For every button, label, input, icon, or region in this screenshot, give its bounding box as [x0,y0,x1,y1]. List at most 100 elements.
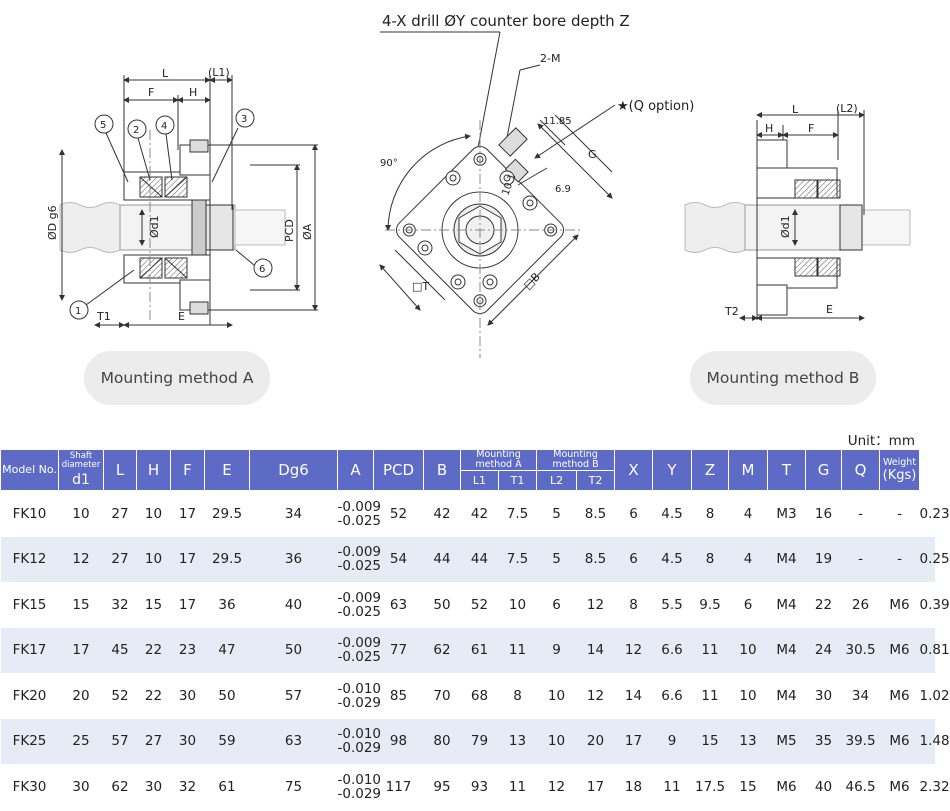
cell-b: 44 [460,536,499,582]
cell-e: 59 [204,718,250,764]
cell-e: 61 [218,778,236,795]
cell-dg6-tolerance: -0.009-0.025 [337,627,381,673]
cell-l2: 14 [576,627,615,673]
technical-drawings: L (L1) F H ØD g6 Ød1 PCD ØA T1 E 1 2 3 4… [46,12,911,358]
col-pcd: PCD [373,449,424,491]
tol-upper: -0.010 [337,726,382,743]
cell-t: 35 [805,718,842,764]
cell-g: 26 [851,596,870,613]
cell-e: 50 [218,687,236,704]
cell-l1: 11 [498,627,537,673]
label-dg6: ØD g6 [46,205,59,240]
cell-pcd: 95 [433,778,451,795]
cell-w: 0.23 [919,505,950,522]
cell-b: 42 [470,505,489,522]
label-69: 6.9 [555,184,571,195]
label-e: E [178,310,185,323]
cell-model: FK15 [12,596,47,613]
note-drill: 4-X drill ØY counter bore depth Z [382,12,630,30]
col-t1: T1 [497,470,538,491]
cell-g: - [858,505,863,522]
cell-d1: 25 [58,718,104,764]
label-l: L [162,67,169,80]
cell-b: 93 [470,778,489,795]
cell-t2: 8 [629,596,638,613]
cell-pcd: 44 [423,536,461,582]
cell-y: 11 [701,687,719,704]
cell-d1: 12 [58,536,104,582]
cell-d1: 17 [58,627,104,673]
cell-f: 30 [170,718,205,764]
cell-l2: 17 [586,778,605,795]
cell-pcd: 50 [433,596,451,613]
cell-d: 34 [284,505,303,522]
cell-x: 5.5 [661,596,683,613]
cell-l2: 8.5 [576,536,615,582]
col-dg6: Dg6 [249,449,338,491]
cell-model: FK25 [0,718,59,764]
label-l2: (L2) [836,102,858,115]
cell-a: 98 [373,718,424,764]
cell-d1: 20 [72,687,90,704]
label-d1: Ød1 [779,215,792,238]
cell-x: 9 [652,718,692,764]
cell-g: - [841,536,880,582]
cell-z: 6 [743,596,753,613]
cell-dg6-tolerance: -0.010-0.029 [337,718,382,764]
cell-t: 24 [805,627,842,673]
cell-z: 4 [728,536,768,582]
cell-pcd: 42 [433,505,451,522]
cell-g: 39.5 [841,718,880,764]
cell-e: 29.5 [204,536,250,582]
cell-l: 32 [111,596,129,613]
cell-y: 8 [691,536,729,582]
callout-6: 6 [259,264,265,275]
cell-model: FK12 [0,536,59,582]
cell-q: M6 [889,778,910,795]
cell-e: 36 [218,596,236,613]
cell-w: 1.48 [919,718,950,764]
col-l2: L2 [536,470,578,491]
tol-lower: -0.029 [337,694,382,711]
cell-q: - [897,505,902,522]
col-g: G [805,449,843,491]
cell-q: M6 [879,718,920,764]
tol-upper: -0.009 [337,589,382,606]
col-y: Y [652,449,693,491]
col-z: Z [691,449,730,491]
cell-x: 6.6 [661,687,683,704]
cell-l: 45 [103,627,137,673]
col-b: B [423,449,461,491]
cell-h: 27 [136,718,171,764]
cell-t: 22 [814,596,833,613]
cell-a: 63 [389,596,408,613]
cell-t1: 12 [547,778,566,795]
col-t: T [767,449,807,491]
cell-d: 50 [249,627,338,673]
cell-l2: 20 [576,718,615,764]
cell-w: 0.39 [919,596,950,613]
cell-t2: 6 [629,505,638,522]
tol-upper: -0.010 [337,680,382,697]
cell-t1: 10 [536,718,577,764]
cell-z: 10 [728,627,768,673]
label-pcd: PCD [283,219,296,242]
cell-d: 63 [249,718,338,764]
cell-d1: 30 [72,778,90,795]
cell-w: 1.02 [919,687,950,704]
cell-f: 32 [178,778,197,795]
cell-t2: 18 [624,778,643,795]
cell-l2: 12 [586,596,605,613]
col-model: Model No. [0,449,59,491]
cell-model: FK10 [12,505,47,522]
cell-model: FK20 [12,687,47,704]
cell-b: 61 [460,627,499,673]
cell-h: 10 [144,505,163,522]
col-l: L [103,449,137,491]
callout-2: 2 [133,125,139,136]
